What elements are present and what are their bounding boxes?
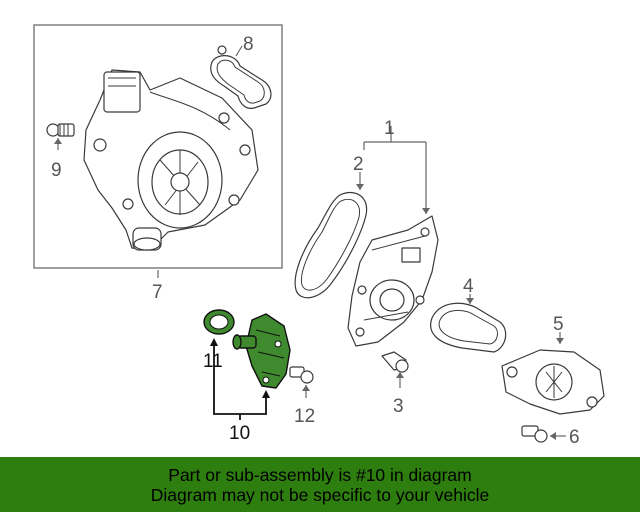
assembly-7-inset-box <box>33 24 283 269</box>
part-4-gasket <box>430 302 507 353</box>
part-2-gasket <box>294 191 368 299</box>
part-6-bolt <box>521 425 548 443</box>
callout-1: 1 <box>384 118 395 139</box>
callout-11: 11 <box>203 351 223 372</box>
info-banner: Part or sub-assembly is #10 in diagram D… <box>0 457 640 512</box>
parts-diagram: 1 2 3 4 5 6 7 8 9 10 11 12 <box>33 24 605 448</box>
part-11-o-ring <box>203 309 235 335</box>
banner-line-1: Part or sub-assembly is #10 in diagram <box>168 464 472 485</box>
callout-4: 4 <box>463 276 474 297</box>
part-12-bolt <box>289 366 314 384</box>
callout-10: 10 <box>229 423 250 444</box>
callout-6: 6 <box>569 427 580 448</box>
part-9-bolt <box>46 123 75 137</box>
callout-12: 12 <box>294 406 315 427</box>
leader-lines <box>54 45 566 440</box>
callout-2: 2 <box>353 154 364 175</box>
banner-line-2: Diagram may not be specific to your vehi… <box>150 484 490 505</box>
callout-7: 7 <box>152 282 163 303</box>
part-3-bolt <box>381 351 409 373</box>
part-10-thermostat-housing <box>232 313 291 389</box>
part-1-water-pump <box>347 215 439 347</box>
callout-9: 9 <box>51 160 62 181</box>
water-pump-housing-assembly <box>83 69 259 251</box>
callout-3: 3 <box>393 396 404 417</box>
part-5-cover <box>501 349 605 415</box>
callout-5: 5 <box>553 314 564 335</box>
part-8-gasket <box>210 45 272 109</box>
callout-8: 8 <box>243 34 254 55</box>
